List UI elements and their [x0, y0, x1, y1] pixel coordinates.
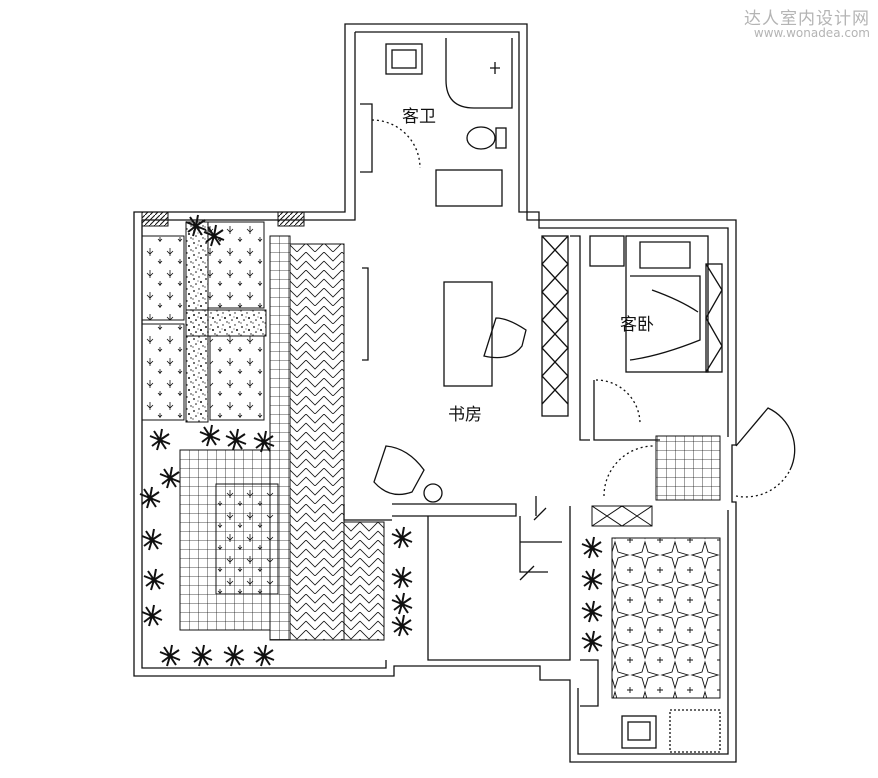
- watermark-url: www.wonadea.com: [753, 26, 870, 40]
- watermark-site-name: 达人室内设计网: [744, 9, 870, 29]
- room-label-guest-bath: 客卫: [402, 107, 436, 127]
- room-label-guest-bedroom: 客卧: [620, 315, 654, 335]
- room-label-study: 书房: [448, 405, 482, 425]
